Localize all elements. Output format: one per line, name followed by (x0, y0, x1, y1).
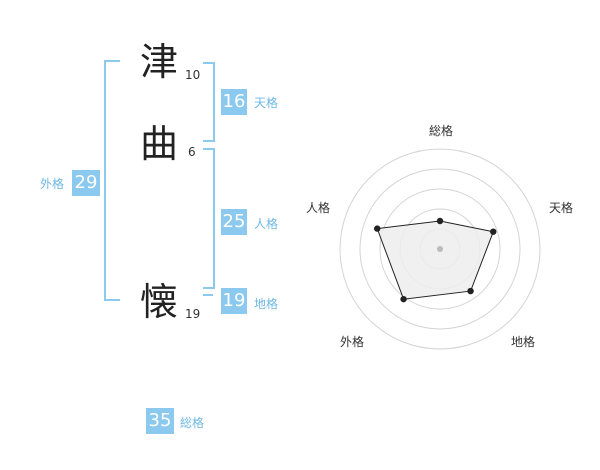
gaikaku-value-badge: 29 (72, 170, 100, 196)
jinkaku-label: 人格 (254, 217, 279, 231)
jinkaku-bracket (203, 148, 215, 289)
radar-point (374, 225, 381, 232)
name-char-3: 懐 (140, 280, 179, 324)
chikaku-bracket (203, 294, 213, 296)
radar-point (490, 228, 497, 235)
stroke-count-3: 19 (185, 307, 201, 321)
radar-grid-ring (339, 148, 541, 350)
radar-label-tenkaku: 天格 (548, 201, 573, 215)
name-char-1: 津 (140, 40, 179, 84)
radar-label-chikaku: 地格 (510, 335, 535, 349)
stroke-count-1: 10 (185, 68, 201, 82)
tenkaku-label: 天格 (254, 96, 279, 110)
soukaku-label: 総格 (180, 416, 205, 430)
radar-point (467, 287, 474, 295)
name-char-2: 曲 (140, 122, 179, 166)
radar-area (376, 220, 494, 300)
radar-point (400, 295, 407, 303)
jinkaku-value-badge: 25 (221, 209, 247, 235)
radar-points (374, 217, 497, 303)
radar-point (436, 217, 444, 225)
soukaku-value-badge: 35 (146, 408, 174, 434)
radar-label-soukaku: 総格 (428, 124, 453, 138)
chikaku-label: 地格 (254, 297, 279, 311)
radar-label-jinkaku: 人格 (305, 201, 330, 215)
radar-grid-ring (359, 168, 521, 330)
radar-label-gaikaku: 外格 (339, 335, 364, 349)
radar-grid-ring (379, 188, 501, 310)
gaikaku-bracket (104, 60, 120, 301)
tenkaku-bracket (203, 62, 215, 142)
stroke-count-2: 6 (188, 145, 196, 159)
chikaku-value-badge: 19 (221, 288, 247, 314)
gaikaku-label: 外格 (40, 177, 65, 191)
radar-center-dot (437, 246, 443, 252)
radar-chart (339, 148, 541, 350)
tenkaku-value-badge: 16 (221, 89, 247, 115)
radar-grid (339, 148, 541, 350)
